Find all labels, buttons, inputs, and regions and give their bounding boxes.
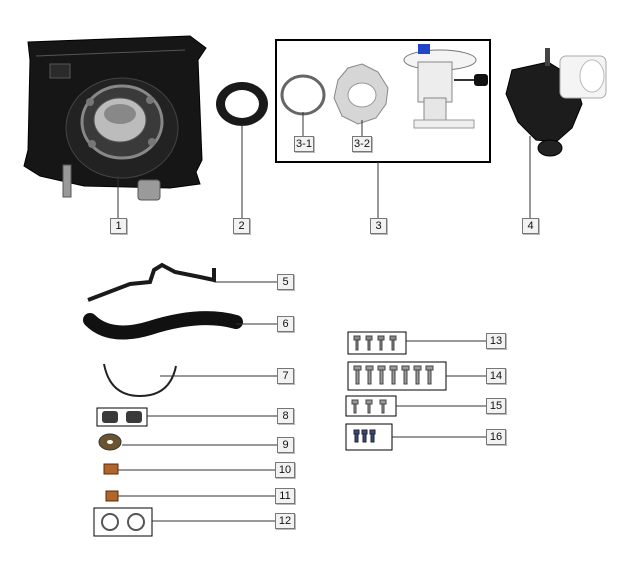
clip-a-illustration [103, 463, 119, 475]
pump-retainer-plate-illustration [333, 63, 389, 125]
part-label-7: 7 [277, 368, 294, 384]
part-label-4: 4 [522, 218, 539, 234]
sealing-ring-illustration [216, 82, 268, 126]
hose-clamps-illustration [93, 507, 153, 537]
part-label-10: 10 [275, 462, 295, 478]
leader-lines [117, 112, 531, 522]
bolt-set-13-illustration [347, 331, 407, 355]
bolt-set-14-illustration [347, 361, 447, 391]
filler-hose-illustration [83, 311, 243, 340]
part-label-11: 11 [275, 488, 295, 504]
part-label-15: 15 [486, 398, 506, 414]
breather-hose-illustration [87, 262, 216, 302]
clip-b-illustration [105, 490, 119, 502]
rubber-bushings-illustration [96, 407, 148, 427]
part-label-14: 14 [486, 368, 506, 384]
washer-illustration [98, 433, 122, 451]
part-label-5: 5 [277, 274, 294, 290]
part-label-2: 2 [233, 218, 250, 234]
part-label-1: 1 [110, 218, 127, 234]
pump-gasket-illustration [280, 74, 326, 116]
part-label-9: 9 [277, 437, 294, 453]
part-label-12: 12 [275, 513, 295, 529]
tank-cover-illustration [505, 48, 607, 157]
hose-wire-illustration [103, 363, 177, 398]
part-label-6: 6 [277, 316, 294, 332]
fuel-tank-illustration [23, 35, 207, 201]
fuel-pump-illustration [403, 44, 488, 129]
assembly-box [275, 39, 491, 163]
bolt-set-15-illustration [345, 395, 397, 417]
part-label-3-1: 3-1 [294, 136, 314, 152]
part-label-8: 8 [277, 408, 294, 424]
part-label-13: 13 [486, 333, 506, 349]
part-label-3: 3 [370, 218, 387, 234]
bolt-set-16-illustration [345, 423, 393, 451]
part-label-3-2: 3-2 [352, 136, 372, 152]
part-label-16: 16 [486, 429, 506, 445]
